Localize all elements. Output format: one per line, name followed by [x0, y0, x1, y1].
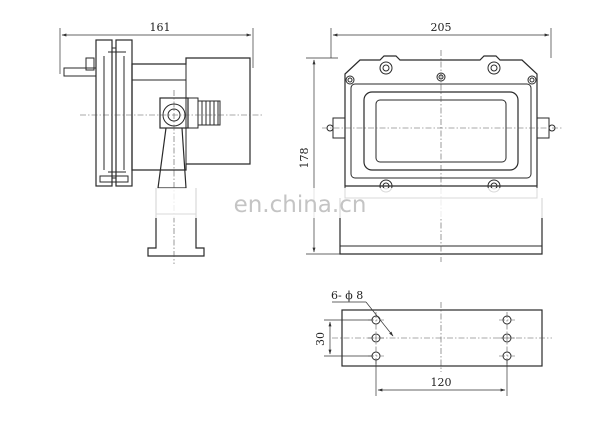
front-width-label: 205 [431, 21, 452, 34]
side-width-label: 161 [150, 21, 171, 34]
watermark-text: en.china.cn [234, 192, 367, 218]
front-height-label: 178 [298, 148, 311, 169]
hole-pitch-label: 30 [314, 332, 327, 346]
watermark: en.china.cn [0, 188, 600, 218]
flange-plates [95, 39, 133, 187]
front-height-dimension: 178 [298, 57, 340, 255]
side-width-dimension: 161 [59, 21, 254, 74]
hole-spec-label: 6- ϕ 8 [331, 289, 363, 302]
mounting-plate-view: 6- ϕ 8 30 120 [314, 289, 552, 396]
cable-gland [187, 97, 221, 129]
hole-pitch-dimension: 30 [314, 319, 372, 357]
hole-spacing-label: 120 [431, 376, 452, 389]
top-lug [63, 57, 97, 77]
front-width-dimension: 205 [330, 21, 552, 58]
housing-body [131, 57, 251, 171]
hole-spec-callout: 6- ϕ 8 [331, 289, 394, 337]
side-view: 161 [59, 21, 262, 264]
hole-spacing-dimension: 120 [375, 360, 508, 396]
cover-bolts [326, 61, 556, 193]
front-view: 205 178 [298, 21, 562, 262]
